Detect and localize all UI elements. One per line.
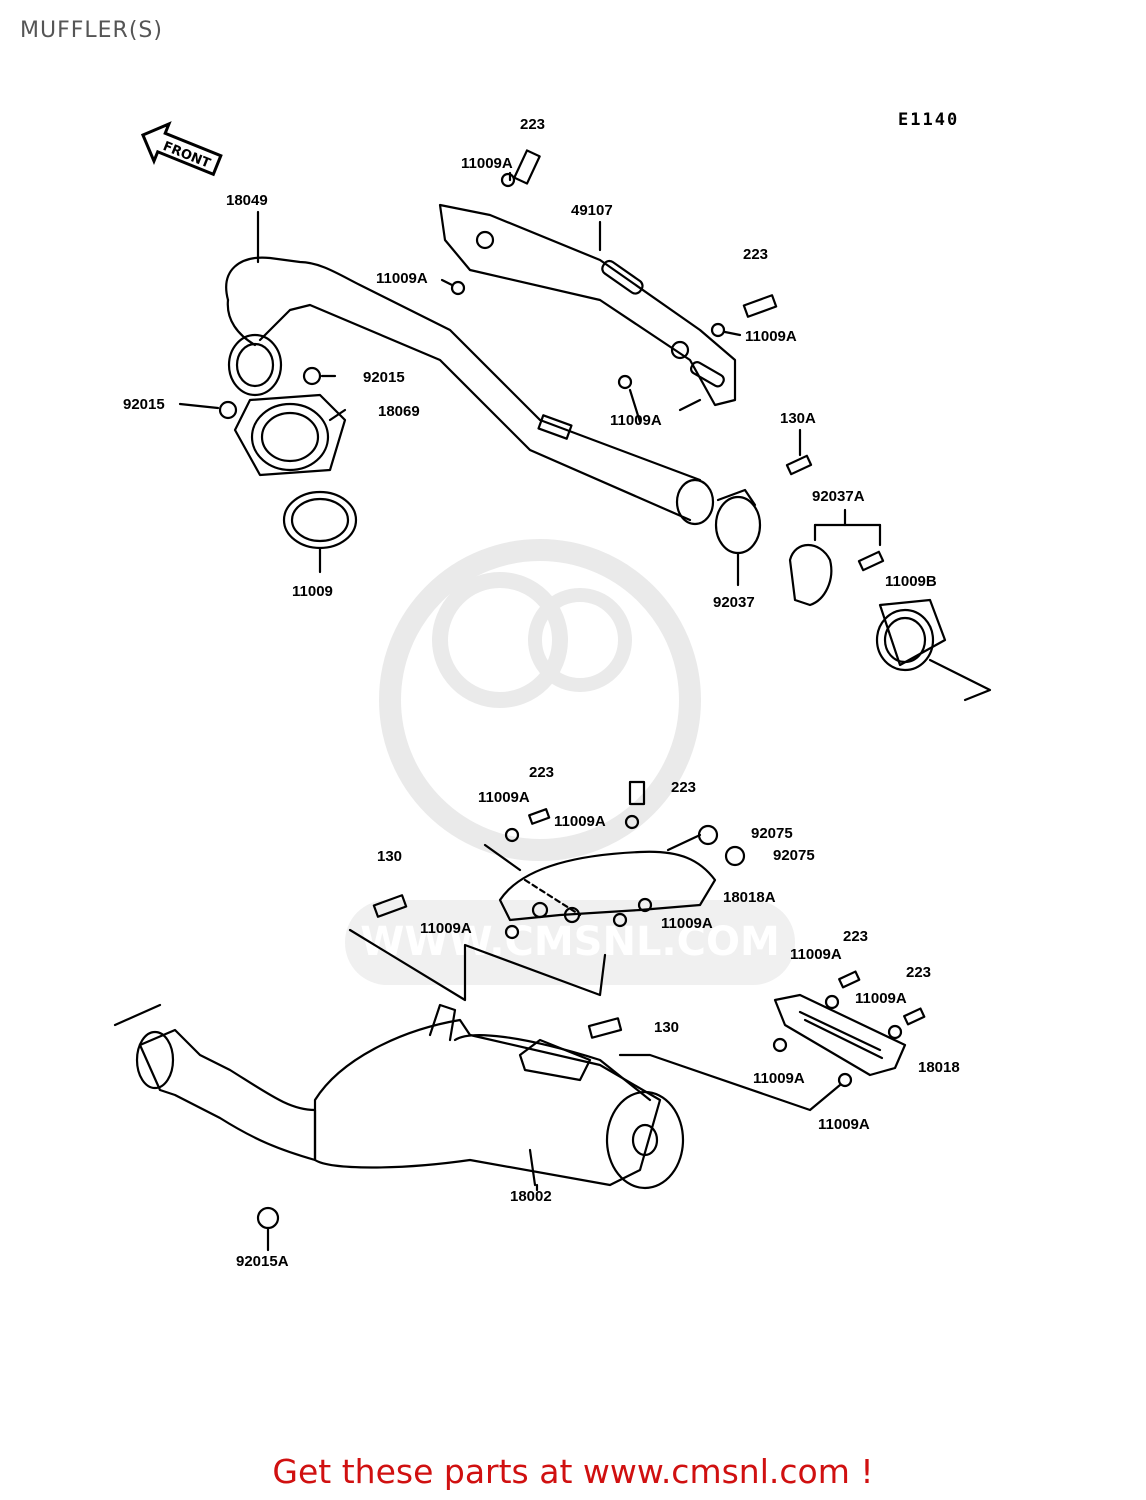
clamp-92037a [788,508,882,607]
part-label-223-f[interactable]: 223 [906,964,932,981]
part-label-130a[interactable]: 130A [780,410,816,427]
muffler-18002 [113,1003,685,1190]
part-label-11009[interactable]: 11009 [292,583,333,600]
part-label-130-a[interactable]: 130 [377,848,403,865]
part-label-11009a-h[interactable]: 11009A [661,915,713,932]
heat-shield-18018 [773,993,907,1077]
part-label-223-d[interactable]: 223 [671,779,697,796]
watermark: WWW.CMSNL.COM [345,539,795,985]
diagram-code: E1140 [898,110,960,130]
exploded-parts-diagram: WWW.CMSNL.COM FRONT [113,121,992,1252]
part-label-130-b[interactable]: 130 [654,1019,680,1036]
watermark-text: WWW.CMSNL.COM [360,919,780,965]
heat-shield-18018a [483,833,717,924]
part-label-92037a[interactable]: 92037A [812,488,865,505]
part-label-92015-a[interactable]: 92015 [363,369,405,386]
part-label-18018[interactable]: 18018 [918,1059,960,1076]
cta-banner[interactable]: Get these parts at www.cmsnl.com ! [0,1452,1146,1491]
part-label-223-a[interactable]: 223 [520,116,546,133]
gasket-11009 [282,490,358,574]
part-label-223-e[interactable]: 223 [843,928,869,945]
part-label-223-c[interactable]: 223 [529,764,555,781]
exhaust-pipe-18049 [225,256,715,526]
sleeve-11009b [875,598,992,702]
middle-fasteners [256,780,926,1252]
part-label-11009a-l[interactable]: 11009A [818,1116,870,1133]
part-label-11009a-e[interactable]: 11009A [478,789,530,806]
part-label-11009a-i[interactable]: 11009A [790,946,842,963]
page-title: MUFFLER(S) [20,18,163,43]
part-label-11009a-c[interactable]: 11009A [745,328,797,345]
part-label-49107[interactable]: 49107 [571,202,613,219]
part-label-11009a-g[interactable]: 11009A [420,920,472,937]
upper-fasteners [218,149,885,572]
front-arrow: FRONT [140,121,223,177]
part-label-11009a-j[interactable]: 11009A [855,990,907,1007]
part-label-18069[interactable]: 18069 [378,403,420,420]
part-label-11009b[interactable]: 11009B [885,573,937,590]
clamp-92037 [714,488,762,587]
leader-lines [178,171,842,1192]
part-label-11009a-a[interactable]: 11009A [461,155,513,172]
part-label-11009a-k[interactable]: 11009A [753,1070,805,1087]
cta-link[interactable]: Get these parts at www.cmsnl.com ! [272,1452,874,1491]
part-label-92015a[interactable]: 92015A [236,1253,289,1270]
part-label-92075-b[interactable]: 92075 [773,847,815,864]
bracket-49107 [438,203,737,407]
part-label-11009a-d[interactable]: 11009A [610,412,662,429]
part-label-11009a-b[interactable]: 11009A [376,270,428,287]
part-label-92015-b[interactable]: 92015 [123,396,165,413]
part-label-11009a-f[interactable]: 11009A [554,813,606,830]
part-label-18049[interactable]: 18049 [226,192,268,209]
flange-18069 [233,393,347,477]
part-label-92075-a[interactable]: 92075 [751,825,793,842]
part-label-92037[interactable]: 92037 [713,594,755,611]
part-label-18002[interactable]: 18002 [510,1188,552,1205]
part-label-223-b[interactable]: 223 [743,246,769,263]
part-label-18018a[interactable]: 18018A [723,889,776,906]
